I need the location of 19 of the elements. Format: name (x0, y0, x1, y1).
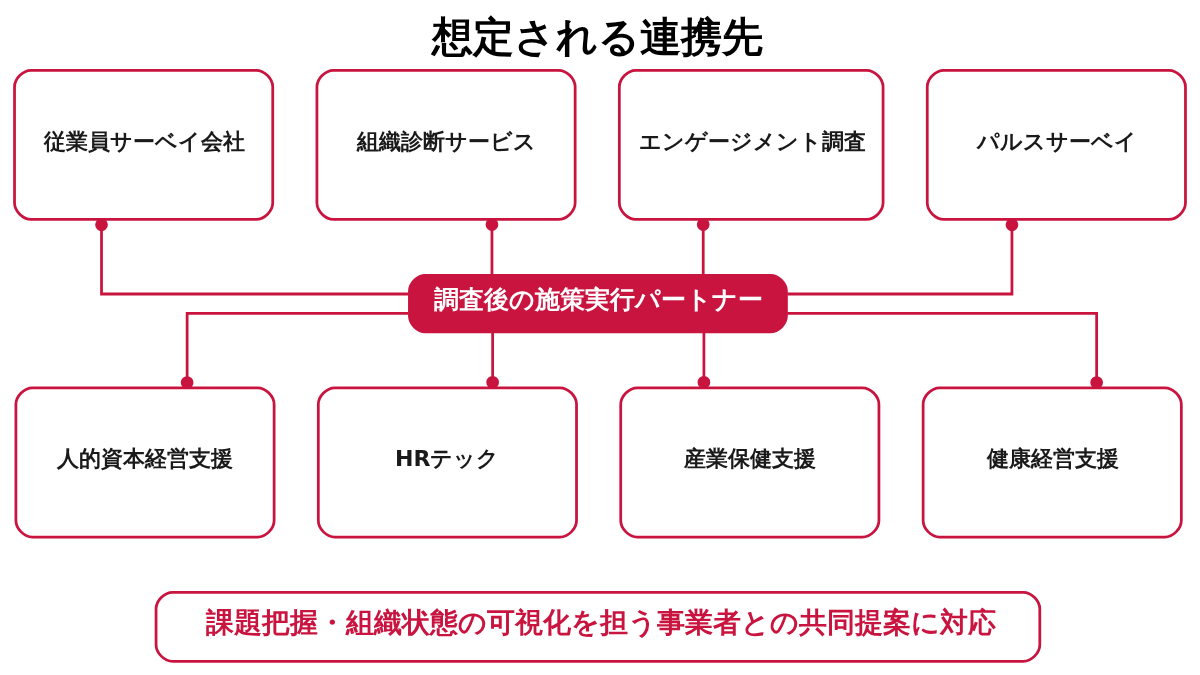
node-box: パルスサーベイ (925, 68, 1187, 221)
connector (486, 332, 499, 389)
node-box: HRテック (316, 386, 578, 539)
node-box: 課題把握・組織状態の可視化を担う事業者との共同提案に対応 (154, 590, 1042, 663)
connector (787, 311, 1103, 389)
node-box: 産業保健支援 (619, 386, 881, 539)
node-box: 従業員サーベイ会社 (13, 68, 275, 221)
node-box: エンゲージメント調査 (617, 68, 885, 221)
connector (697, 332, 711, 389)
node-box: 組織診断サービス (315, 68, 577, 221)
connector (95, 218, 409, 296)
connector (696, 218, 710, 275)
connector (180, 311, 409, 389)
connector (787, 218, 1019, 296)
connector (485, 218, 499, 275)
node-box: 人的資本経営支援 (14, 386, 276, 539)
node-box: 調査後の施策実行パートナー (408, 274, 788, 334)
diagram-title: 想定される連携先 (432, 12, 764, 61)
node-box: 健康経営支援 (921, 386, 1183, 539)
